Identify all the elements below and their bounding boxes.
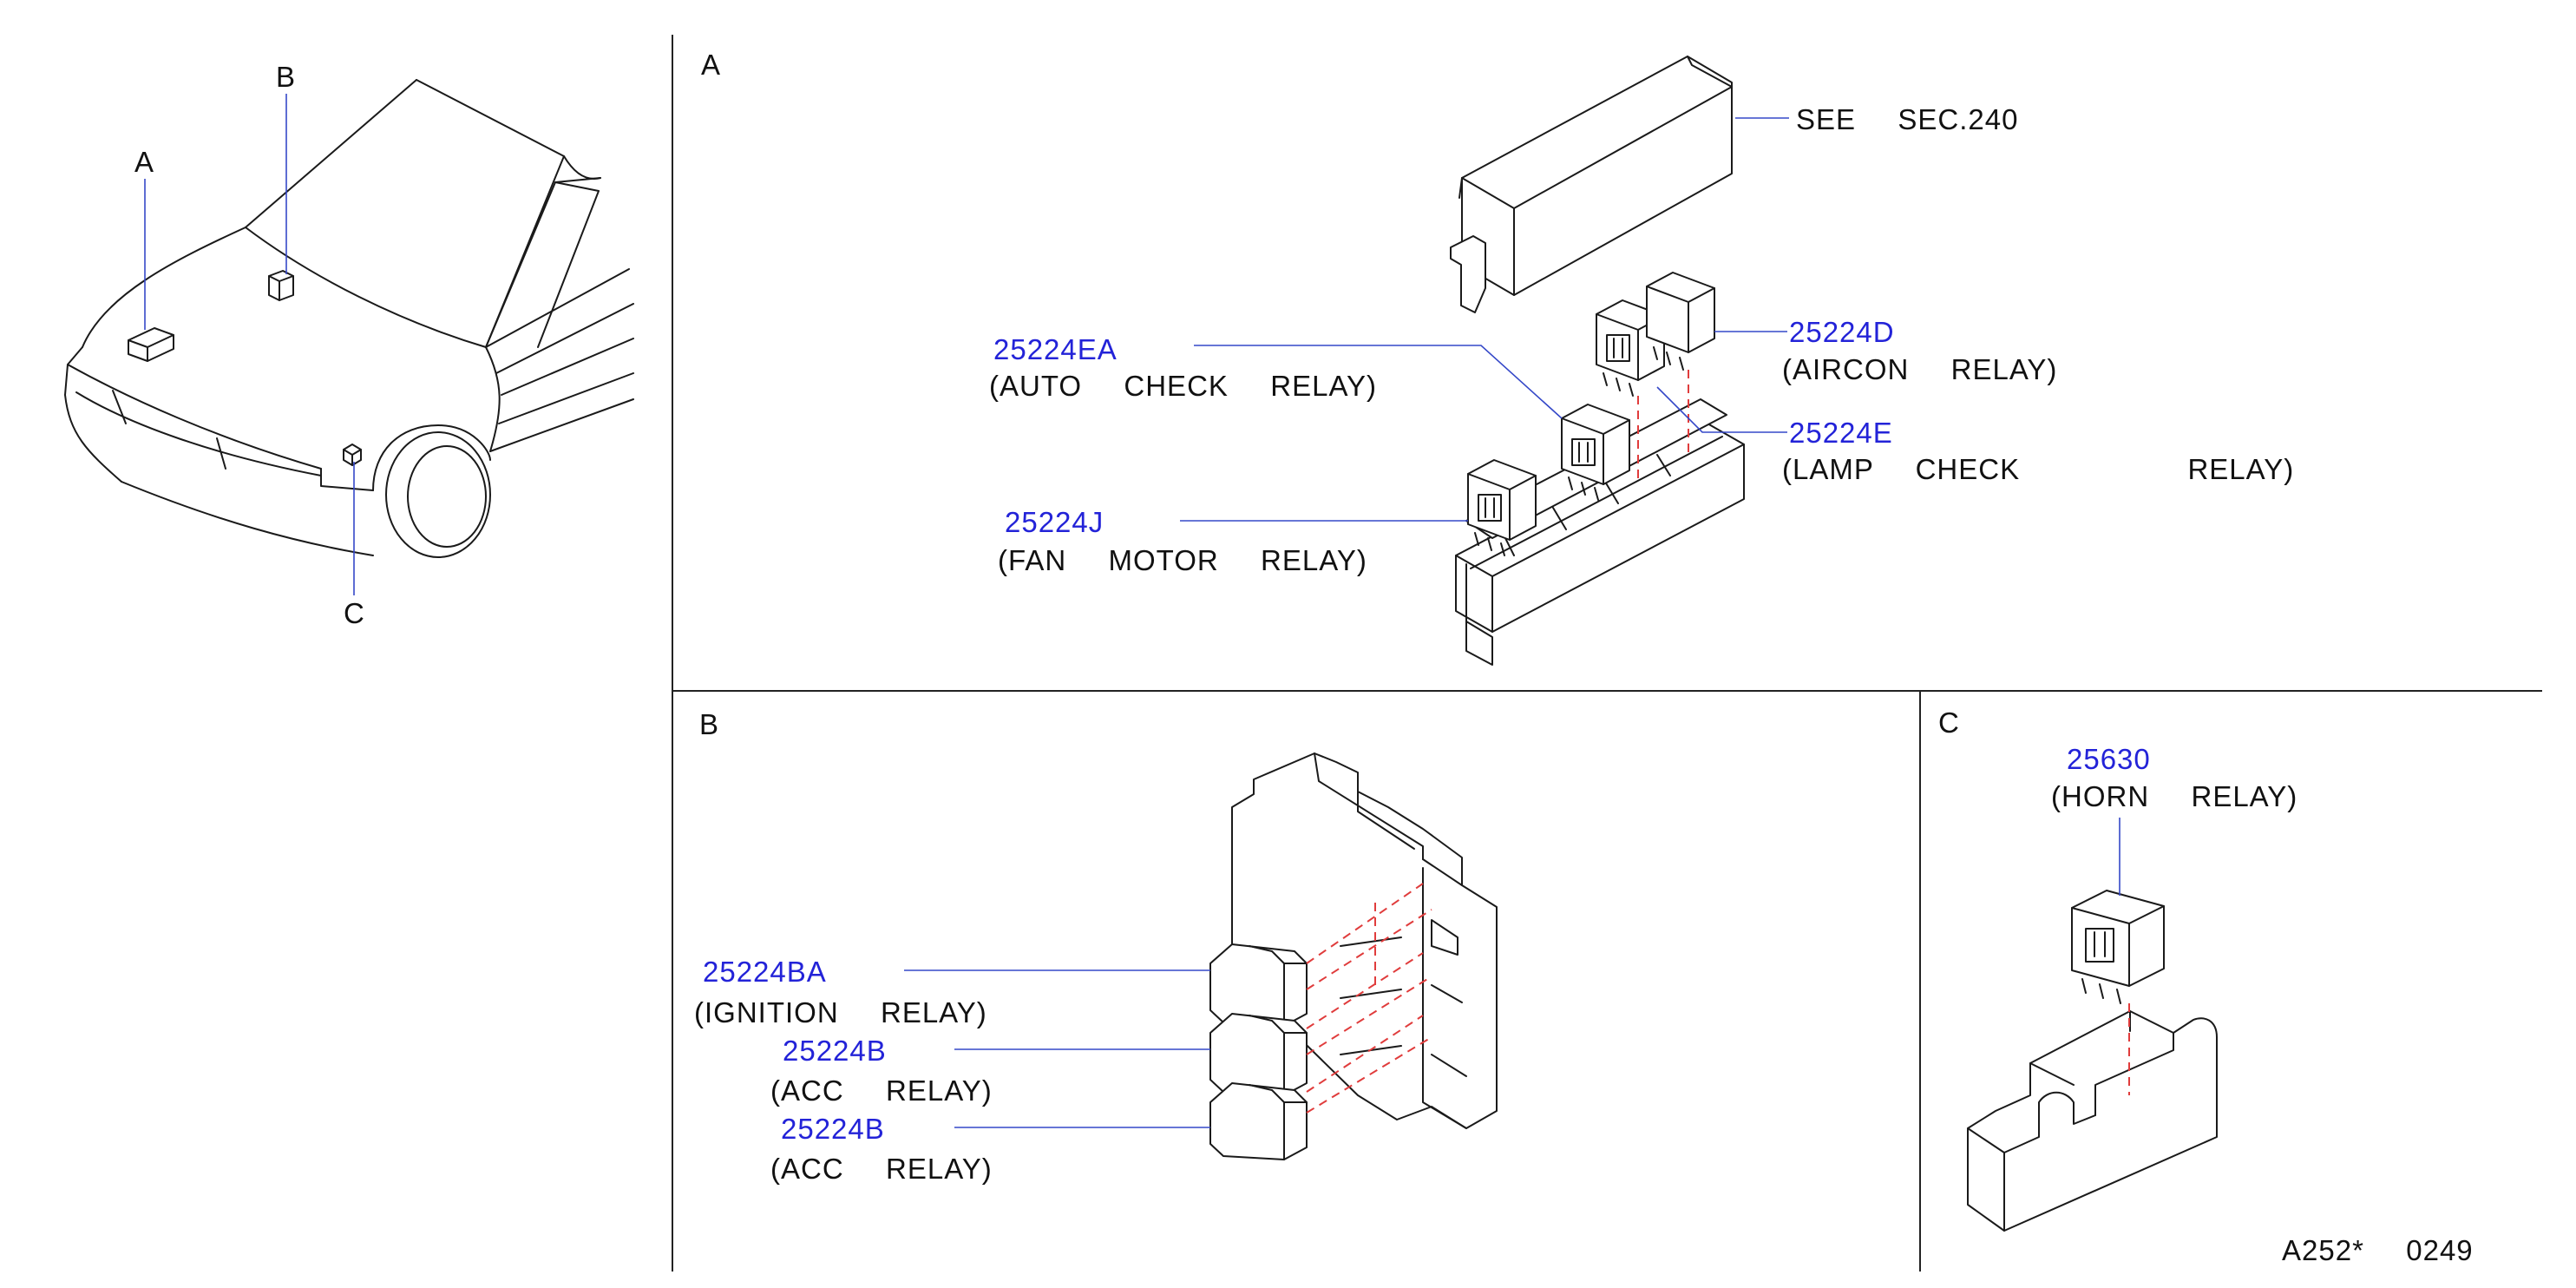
relay-acc-2-icon xyxy=(1209,1082,1308,1160)
part-name-auto-check-relay: (AUTO CHECK RELAY) xyxy=(989,370,1378,402)
car-leaders xyxy=(144,94,355,595)
part-name-fan-motor-relay: (FAN MOTOR RELAY) xyxy=(998,544,1367,576)
car-label-b: B xyxy=(276,61,297,93)
car-outline-icon xyxy=(64,79,634,558)
fuse-box-cover-icon xyxy=(1450,56,1733,313)
section-b-label: B xyxy=(699,708,720,740)
part-number-25224ea: 25224EA xyxy=(993,333,1118,365)
part-number-25224ba: 25224BA xyxy=(703,956,827,988)
part-number-25224b-2: 25224B xyxy=(781,1113,885,1145)
relay-auto-check-icon xyxy=(1561,404,1630,501)
part-number-25224d: 25224D xyxy=(1789,316,1895,348)
part-number-25224j: 25224J xyxy=(1005,506,1104,538)
part-name-aircon-relay: (AIRCON RELAY) xyxy=(1782,353,2058,385)
section-a-label: A xyxy=(701,49,722,81)
panel-a-leaders xyxy=(1180,117,1789,522)
part-name-acc-relay-2: (ACC RELAY) xyxy=(770,1153,993,1185)
car-part-c-icon xyxy=(343,444,362,466)
car-part-b-icon xyxy=(268,270,294,301)
part-name-acc-relay-1: (ACC RELAY) xyxy=(770,1074,993,1107)
car-label-c: C xyxy=(344,597,365,629)
part-name-ignition-relay: (IGNITION RELAY) xyxy=(694,996,987,1028)
car-part-a-icon xyxy=(128,327,174,362)
panel-b-hidden-lines xyxy=(1306,883,1432,1114)
relay-acc-1-icon xyxy=(1209,1013,1308,1096)
relay-ignition-icon xyxy=(1209,943,1308,1027)
panel-frames xyxy=(672,35,2542,1272)
figure-code: A252* 0249 xyxy=(2282,1234,2474,1266)
part-number-25630: 25630 xyxy=(2067,743,2151,775)
part-name-lamp-check-relay: (LAMP CHECK RELAY) xyxy=(1782,453,2295,485)
car-label-a: A xyxy=(134,146,155,178)
relay-horn-icon xyxy=(2071,890,2165,1004)
part-number-25224e: 25224E xyxy=(1789,417,1893,449)
part-number-25224b-1: 25224B xyxy=(783,1035,887,1067)
section-c-label: C xyxy=(1938,706,1960,739)
callout-see-sec-240: SEE SEC.240 xyxy=(1796,103,2019,135)
horn-relay-bracket-icon xyxy=(1967,1010,2218,1232)
part-name-horn-relay: (HORN RELAY) xyxy=(2051,780,2298,812)
relay-fan-motor-icon xyxy=(1467,459,1537,556)
panel-b-leaders xyxy=(904,969,1210,1128)
relay-aircon-icon xyxy=(1646,272,1715,371)
